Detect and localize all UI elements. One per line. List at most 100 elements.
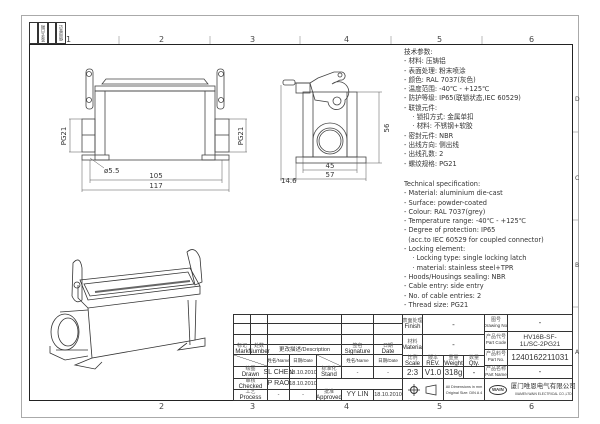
label-cn: 表面处理: [402, 318, 423, 324]
label: Date: [381, 349, 395, 355]
revision-box-3: [48, 22, 56, 44]
spec-item: - 螺纹规格: PG21: [404, 159, 457, 168]
side-dimensions: [280, 85, 382, 181]
tb-drawing-no-value: -: [507, 314, 573, 332]
spec-item: · material: stainless steel+TPR: [404, 263, 514, 272]
label: Part No.: [487, 357, 505, 362]
label-cn: 批准: [323, 388, 334, 395]
label: Scale: [404, 360, 420, 367]
spec-item: - Degree of protection: IP65: [404, 226, 496, 235]
spec-item: - Material: aluminium die-cast: [404, 189, 503, 198]
label-cn: 审核: [245, 377, 256, 384]
label: Number: [248, 349, 270, 355]
label: Qty.: [468, 360, 480, 367]
label: REV.: [426, 360, 440, 367]
dim-inner-width: 105: [149, 172, 162, 180]
spec-item: - Cable entry: side entry: [404, 282, 484, 291]
label-cn: 材料: [407, 338, 418, 345]
dim-thread-right: PG21: [237, 127, 245, 146]
label: Approved: [316, 394, 342, 401]
front-view: [81, 68, 230, 161]
label: Weight: [444, 360, 463, 367]
label: Material: [401, 344, 424, 351]
label-cn: 重量: [448, 354, 459, 361]
dim-hole: ø5.5: [104, 167, 119, 175]
zone-label: 2: [159, 35, 165, 44]
label-cn: 图号: [490, 316, 501, 323]
label: Checked: [238, 383, 263, 390]
isometric-view: [49, 249, 206, 370]
spec-item: · Locking type: single locking latch: [404, 254, 527, 263]
zone-label: 5: [437, 402, 443, 411]
size-note: Original Size: DIN A 4: [445, 390, 483, 395]
label-cn: 签名: [352, 343, 363, 349]
tb-finish-value: -: [422, 314, 485, 335]
zone-ticks: [118, 36, 579, 308]
zone-label: 1: [66, 35, 72, 44]
row-label: D: [575, 96, 580, 103]
specs-en-title: Technical specification:: [404, 180, 481, 188]
label-cn: 版本: [427, 354, 438, 361]
label: Part Name: [485, 371, 507, 377]
tb-process-date: -: [289, 389, 317, 401]
label-cn: 标准化: [321, 366, 337, 372]
tb-company: WAIN 厦门唯恩电气有限公司 XIAMEN WAIN ELECTRICAL C…: [484, 378, 576, 401]
row-label: C: [575, 175, 580, 182]
label-cn: 比例: [407, 354, 418, 361]
label: Drawn: [241, 372, 260, 378]
spec-item: - 密封元件: NBR: [404, 131, 454, 140]
spec-item: - Surface: powder-coated: [404, 198, 487, 207]
zone-label: 6: [529, 35, 535, 44]
label-cn: 产品名称: [485, 365, 506, 372]
zone-label: 3: [250, 402, 256, 411]
label: Part Code: [485, 340, 507, 345]
zone-label: 2: [159, 402, 165, 411]
spec-item: - 表面处理: 粉末喷涂: [404, 66, 466, 75]
tb-part-name-value: -: [507, 365, 573, 379]
specs-cn: 技术参数:- 材料: 压铸铝- 表面处理: 粉末喷涂- 颜色: RAL 7037…: [404, 48, 521, 169]
zone-label: 4: [344, 35, 350, 44]
dim-height: 56: [383, 123, 391, 132]
tb-approved-date: 18.10.2010: [373, 389, 403, 401]
dims-note: All Dimensions in mm: [445, 384, 483, 389]
spec-item: - Hoods/Housings sealing: NBR: [404, 272, 506, 281]
tb-approved-name: YY LIN: [341, 389, 374, 401]
label: Mark: [235, 349, 249, 355]
spec-item: (acc.to IEC 60529 for coupled connector): [404, 235, 544, 244]
spec-item: - 材料: 压铸铝: [404, 57, 446, 66]
company-name-cn: 厦门唯恩电气有限公司: [510, 382, 576, 390]
row-label: B: [575, 262, 580, 269]
side-view: [282, 71, 367, 164]
label-cn: 产品代号: [485, 334, 506, 340]
spec-item: - Colour: RAL 7037(grey): [404, 207, 486, 216]
label-cn: 处数: [253, 343, 264, 349]
dim-inner-depth: 45: [326, 162, 335, 170]
outer-frame: [21, 15, 579, 418]
specs-en: Technical specification:- Material: alum…: [404, 180, 544, 310]
tb-part-no-value: 1240162211031: [507, 349, 573, 366]
label-cn: 标记: [236, 343, 247, 349]
label-cn: 绘图: [245, 366, 256, 372]
spec-item: - Temperature range: -40℃ - +125℃: [404, 217, 527, 226]
zone-label: 4: [344, 402, 350, 411]
dim-offset: 14.6: [281, 177, 297, 185]
zone-label: 3: [250, 35, 256, 44]
label: Stand: [321, 372, 337, 378]
row-label: A: [575, 349, 580, 356]
front-dimensions: [69, 118, 247, 192]
label: Signature: [344, 349, 371, 355]
tb-part-code-value: HV16B-SF-1L/SC-2PG21: [507, 331, 573, 350]
spec-item: · 锁扣方式: 金属单扣: [404, 113, 474, 122]
label-cn: 数量: [468, 354, 479, 361]
spec-item: - No. of cable entries: 2: [404, 291, 482, 300]
label: Finish: [404, 324, 421, 330]
company-logo: WAIN: [489, 384, 507, 395]
tb-projection-symbols: [402, 378, 444, 401]
tb-process-name: -: [267, 389, 290, 401]
